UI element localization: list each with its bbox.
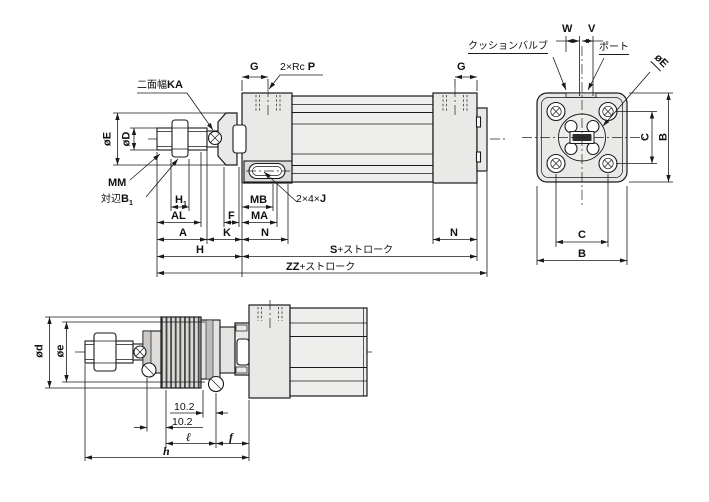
head-cover <box>248 304 291 399</box>
boot-view-dimensions <box>45 316 250 461</box>
dim-dia-d: øD <box>120 131 133 147</box>
tie-rod-bolt <box>546 101 566 122</box>
dim-ma: MA <box>251 210 269 222</box>
port-thread-label: 2×Rc P <box>280 61 316 73</box>
boot-adapter <box>219 326 236 374</box>
dim-mb: MB <box>250 194 268 206</box>
dim-f-boot: f <box>229 430 233 444</box>
dim-dia-d-boot: ød <box>33 344 46 358</box>
dim-n-rear: N <box>450 227 458 239</box>
dim-10-2-lower: 10.2 <box>172 415 193 428</box>
rod-bushing <box>232 124 247 154</box>
dim-g-rear: G <box>457 61 466 73</box>
dim-h-boot: h <box>163 444 170 458</box>
port-boss <box>565 92 597 98</box>
dim-b-bottom: B <box>578 247 586 260</box>
end-view-cylinder <box>522 46 644 205</box>
dim-h: H <box>196 244 204 256</box>
dim-c-bottom: C <box>578 229 586 241</box>
rod-thread-label: MM <box>108 177 127 189</box>
cylinder-tube-cut <box>289 307 368 397</box>
dim-c-right: C <box>639 133 652 141</box>
dim-a: A <box>179 227 187 239</box>
dim-boot-length: ℓ <box>186 430 192 444</box>
mount-holes-label: 2×4×J <box>296 193 327 205</box>
side-view-cylinder <box>148 87 505 184</box>
rod-nut <box>171 119 189 158</box>
dim-f: F <box>228 210 235 222</box>
port-label: ポート <box>599 42 629 55</box>
dim-al: AL <box>171 210 186 222</box>
dim-dia-e-boot: øe <box>54 344 67 358</box>
dim-w: W <box>562 23 573 35</box>
dim-s-stroke: S+ストローク <box>330 244 394 256</box>
rod-boot-bellows <box>160 316 202 389</box>
dim-n-front: N <box>261 227 269 239</box>
tie-rod-bolt <box>546 153 566 174</box>
tie-rod-bolt <box>598 101 618 122</box>
dim-v: V <box>588 23 596 35</box>
rear-plate <box>476 107 488 172</box>
flat-width-label: 二面幅KA <box>137 79 183 91</box>
dim-zz-stroke: ZZ+ストローク <box>286 260 356 273</box>
rod-nut <box>93 332 117 372</box>
tie-rod-bolt <box>598 153 618 174</box>
dim-k: K <box>223 227 231 239</box>
dim-g-front: G <box>250 61 259 73</box>
cushion-valve-label: クッションバルブ <box>468 41 548 54</box>
end-view-dimensions <box>536 36 673 265</box>
dim-10-2-upper: 10.2 <box>174 401 195 413</box>
dim-h1: H1 <box>175 194 187 209</box>
side-view-dimensions <box>113 74 488 277</box>
dim-b-right: B <box>657 133 669 141</box>
cylinder-tube <box>291 95 434 183</box>
dim-dia-e: øE <box>101 131 114 147</box>
boot-view-cylinder <box>75 300 372 399</box>
nut-flats-label: 対辺B1 <box>101 193 133 208</box>
